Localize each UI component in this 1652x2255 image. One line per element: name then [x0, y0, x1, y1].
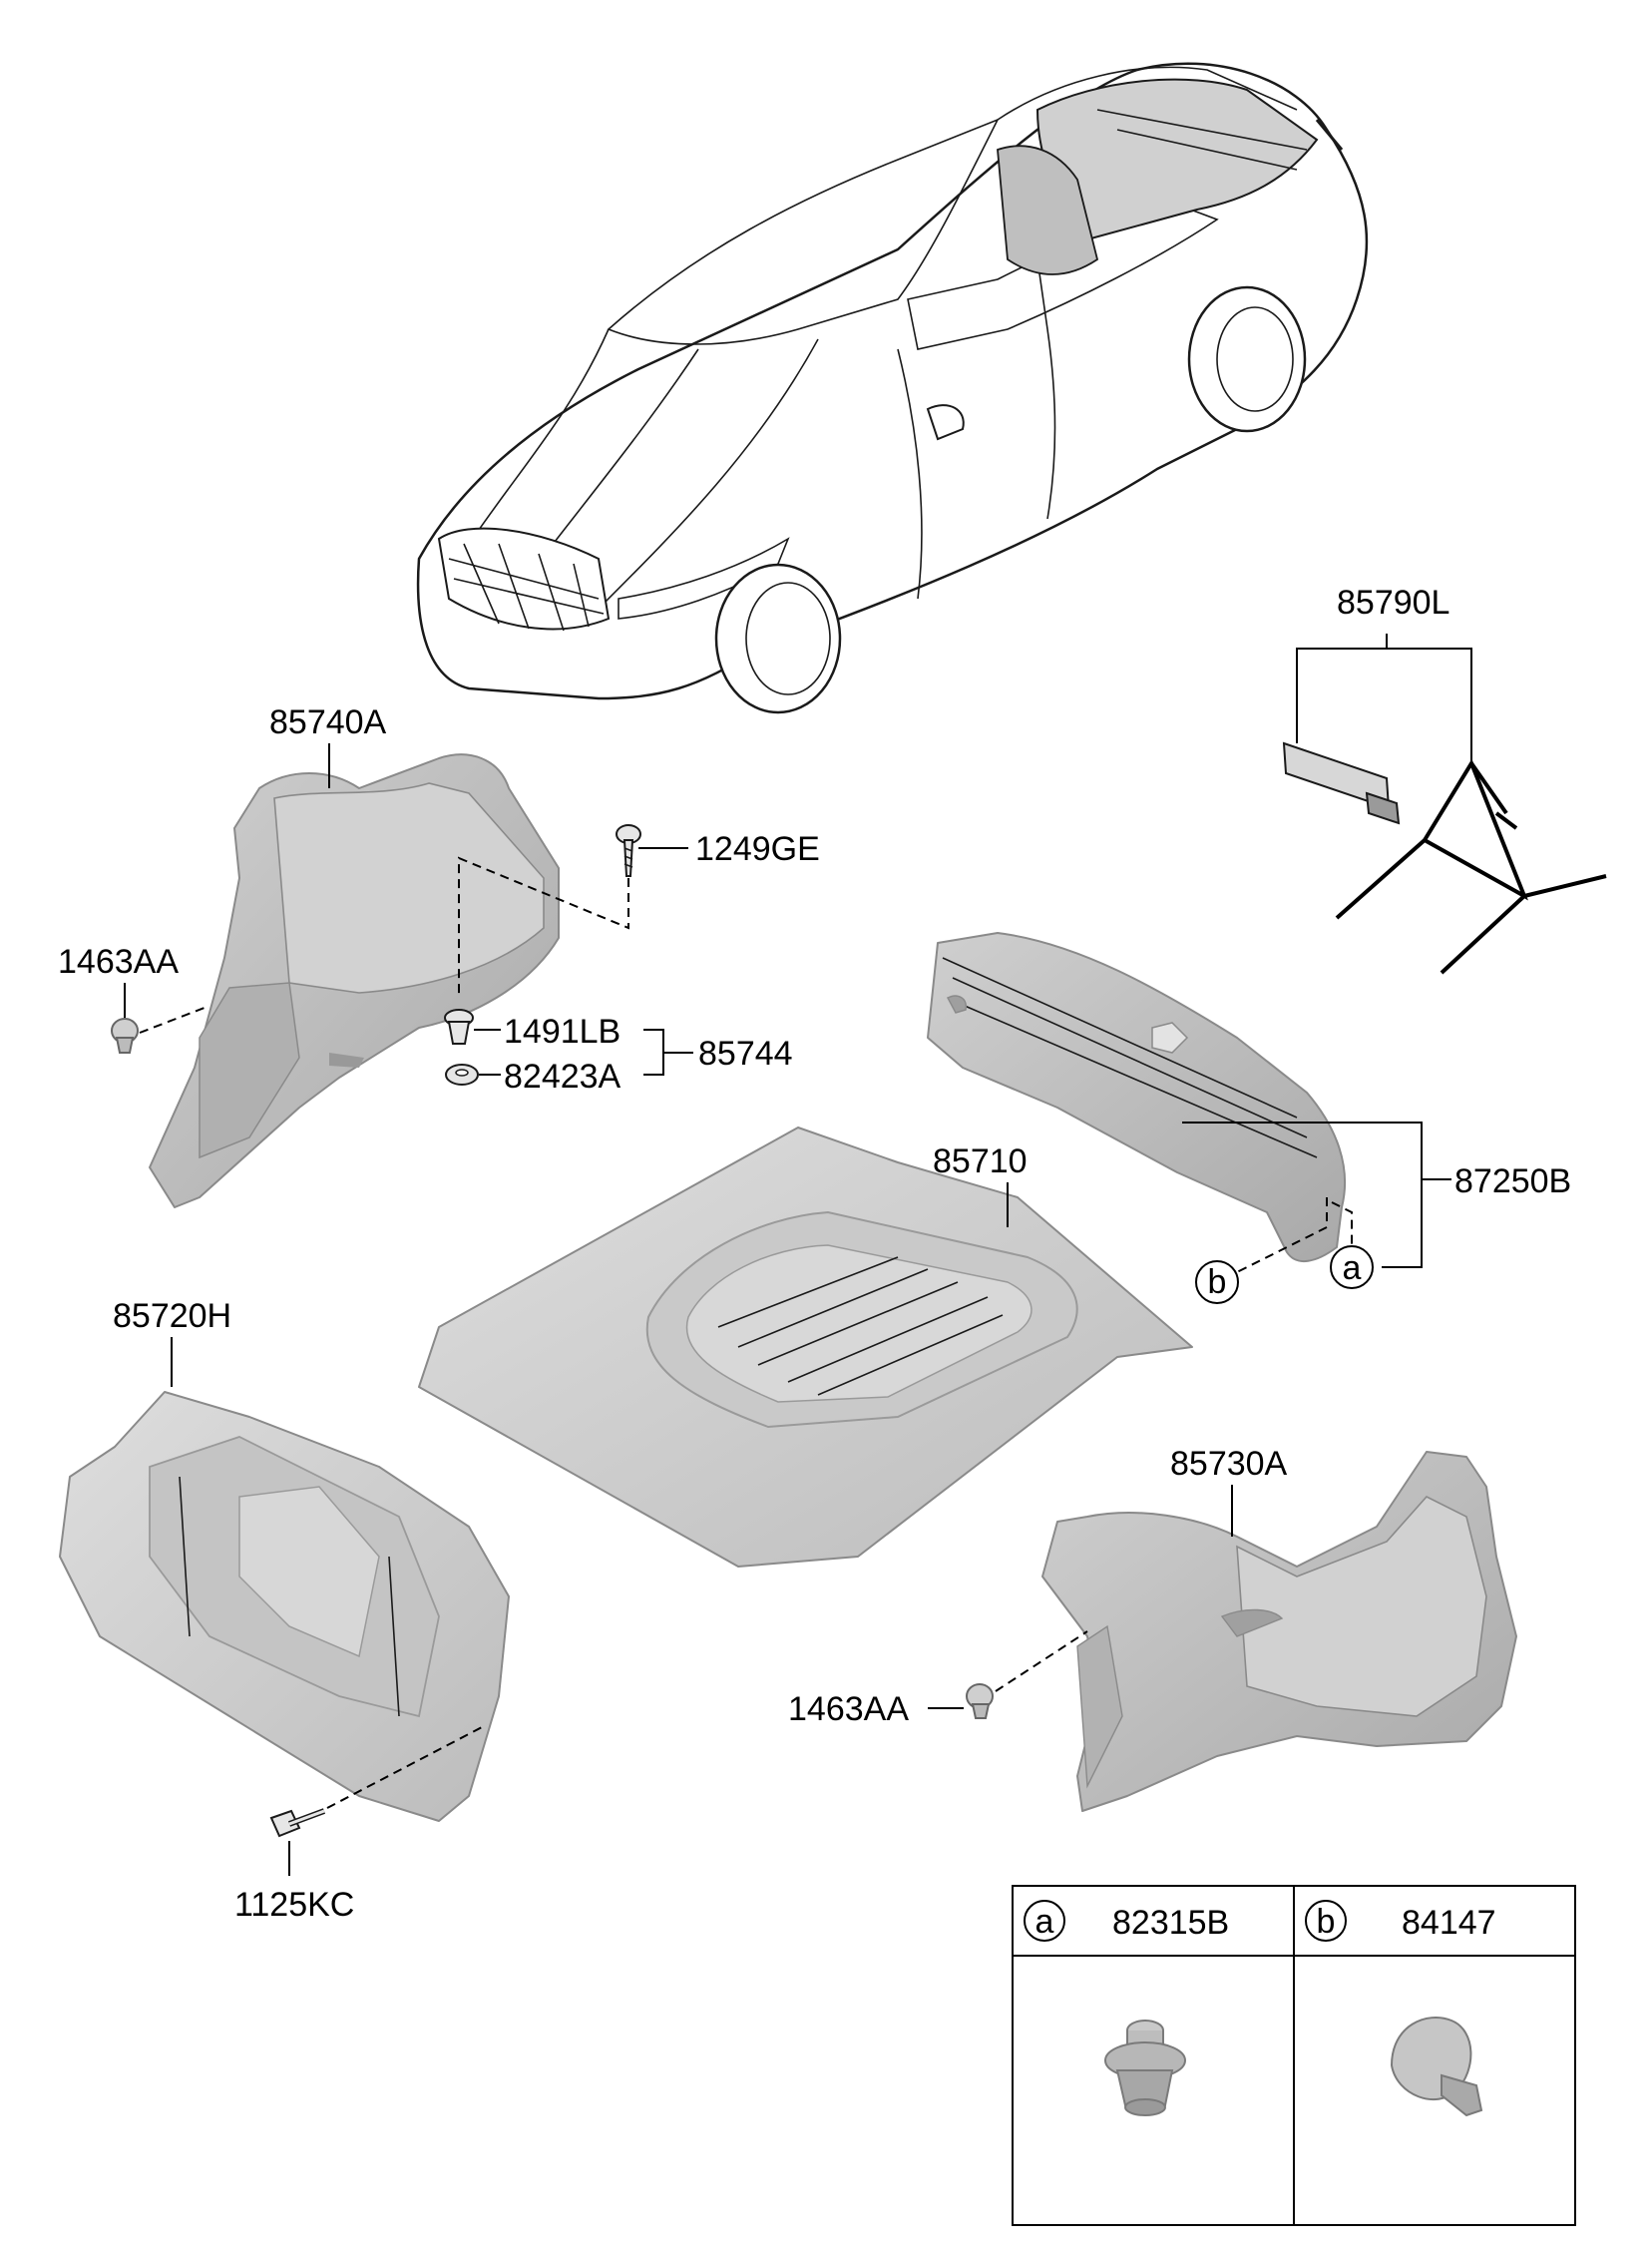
callout-b: b [1195, 1260, 1239, 1304]
label-85720H: 85720H [113, 1297, 231, 1335]
part-87250B [927, 932, 1346, 1262]
warning-triangle-kit [1282, 741, 1607, 975]
label-85730A: 85730A [1170, 1445, 1288, 1483]
svg-text:b: b [1317, 1903, 1336, 1941]
label-85790L: 85790L [1337, 584, 1449, 622]
label-82423A: 82423A [504, 1058, 621, 1096]
label-1463AA-top: 1463AA [58, 943, 179, 981]
part-85710 [418, 1127, 1193, 1568]
legend-marker-a: a [1024, 1900, 1065, 1942]
bolt-1125KC-icon [269, 1808, 326, 1838]
svg-text:a: a [1035, 1903, 1054, 1941]
washer-82423A-icon [445, 1064, 479, 1086]
clip-1491LB-icon [444, 1009, 474, 1045]
vehicle-illustration [416, 62, 1369, 714]
svg-text:a: a [1343, 1249, 1362, 1287]
part-85720H [59, 1391, 510, 1822]
screw-1249GE-icon [616, 824, 641, 877]
label-1463AA-bottom: 1463AA [788, 1690, 909, 1728]
legend-part-82315B: 82315B [1112, 1904, 1229, 1942]
label-1125KC: 1125KC [234, 1886, 354, 1924]
clip-1463AA-top-icon [111, 1018, 139, 1054]
label-87250B: 87250B [1454, 1162, 1571, 1200]
svg-text:b: b [1208, 1263, 1227, 1301]
label-1491LB: 1491LB [504, 1013, 620, 1051]
label-85710: 85710 [933, 1142, 1028, 1180]
clip-84147-icon [1390, 2017, 1483, 2117]
clip-82315B-icon [1104, 2020, 1186, 2116]
legend-marker-b: b [1305, 1900, 1347, 1942]
part-85730A [1041, 1451, 1517, 1812]
label-1249GE: 1249GE [695, 830, 820, 868]
legend-part-84147: 84147 [1402, 1904, 1496, 1942]
legend-table: a 82315B b 84147 [1012, 1885, 1576, 2226]
part-85740A [149, 753, 560, 1208]
clip-1463AA-bottom-icon [966, 1683, 994, 1719]
label-85740A: 85740A [269, 703, 387, 741]
label-85744: 85744 [698, 1035, 793, 1073]
callout-a: a [1330, 1245, 1374, 1289]
